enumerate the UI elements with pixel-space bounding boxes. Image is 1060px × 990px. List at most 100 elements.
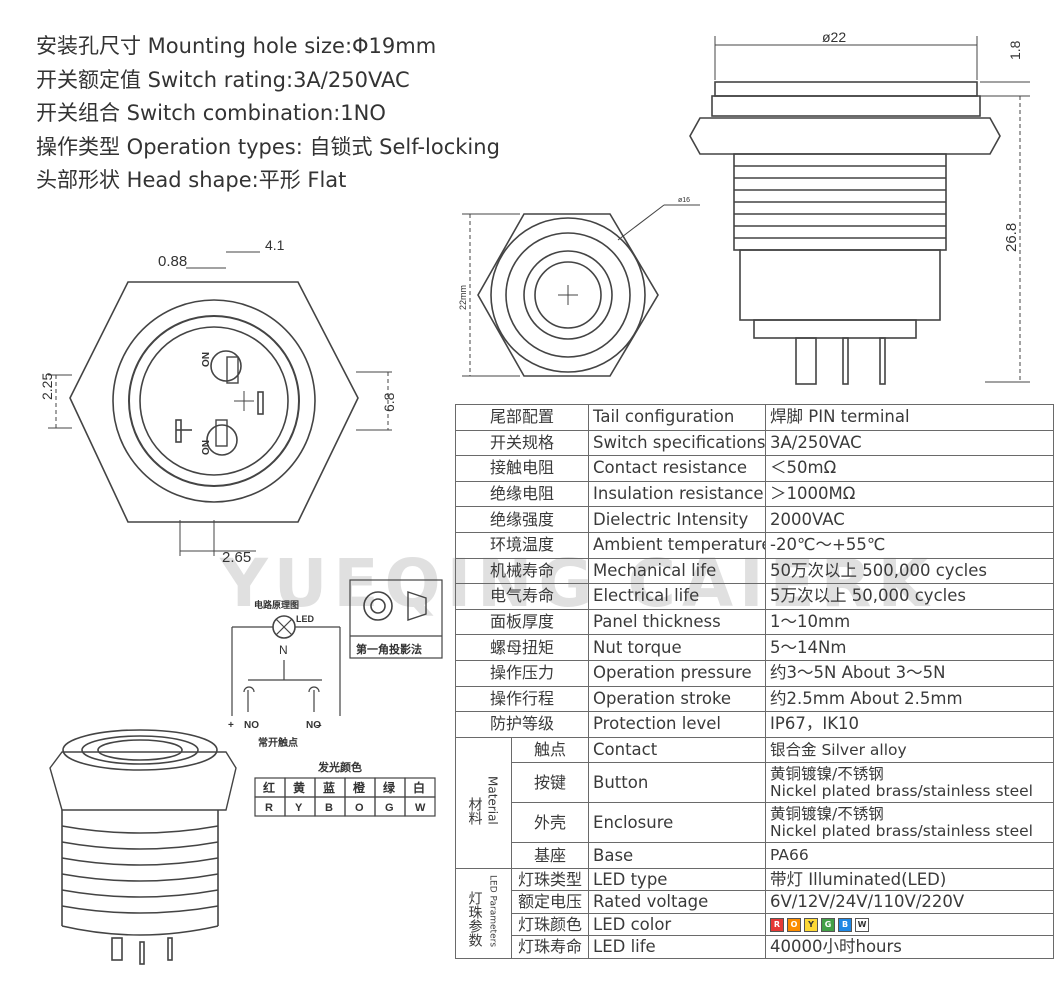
dim-d22: ø22 — [822, 29, 846, 45]
spec-label-en: Electrical life — [588, 583, 767, 610]
projection-caption: 第一角投影法 — [356, 642, 422, 656]
led-color-swatch: Y — [804, 918, 819, 933]
terminal-label-no-top: NO — [199, 352, 210, 367]
spec-operation-type: 操作类型 Operation types: 自锁式 Self-locking — [36, 134, 500, 159]
circuit-minus: – — [316, 720, 322, 731]
spec-label-zh: 环境温度 — [454, 531, 590, 559]
legend-cell — [404, 796, 436, 817]
circuit-plus: + — [228, 720, 234, 731]
material-value-en: Nickel plated brass/stainless steel — [770, 821, 1033, 840]
spec-label-zh: 操作压力 — [454, 659, 590, 687]
material-label-zh: 触点 — [510, 736, 590, 764]
circuit-n-label: N — [279, 643, 288, 657]
circuit-no-2: NO — [306, 720, 321, 731]
material-group-zh: 材料 — [466, 796, 483, 825]
spec-label-en: Nut torque — [588, 634, 767, 661]
spec-label-en: Mechanical life — [588, 557, 767, 585]
material-value-en: Nickel plated brass/stainless steel — [770, 781, 1033, 800]
legend-color-code: O — [355, 802, 364, 814]
legend-color-name: 红 — [263, 780, 275, 795]
material-value-zh: 银合金 Silver alloy — [770, 740, 907, 759]
spec-value: 1～10mm — [765, 608, 1055, 636]
legend-color-code: B — [325, 802, 333, 814]
spec-value: 约3～5N About 3～5N — [765, 659, 1055, 687]
spec-mounting-hole: 安装孔尺寸 Mounting hole size:Φ19mm — [36, 34, 437, 58]
dim-0-88: 0.88 — [158, 253, 187, 270]
led-label-en: LED life — [588, 935, 767, 959]
material-value: 银合金 Silver alloy — [765, 736, 1055, 764]
spec-label-en: Operation pressure — [588, 659, 767, 687]
material-label-zh: 基座 — [510, 842, 590, 869]
material-label-zh: 外壳 — [510, 802, 590, 844]
material-value-zh: PA66 — [770, 846, 809, 865]
spec-label-zh: 防护等级 — [454, 711, 590, 738]
spec-label-en: Contact resistance — [588, 455, 767, 482]
legend-color-name: 绿 — [383, 780, 396, 795]
spec-value: 3A/250VAC — [765, 429, 1055, 457]
spec-label-en: Panel thickness — [588, 608, 767, 636]
material-value-zh: 黄铜镀镍/不锈钢 — [770, 764, 884, 783]
front-view — [462, 204, 700, 377]
spec-value: 焊脚 PIN terminal — [765, 404, 1055, 431]
spec-label-zh: 面板厚度 — [454, 608, 590, 636]
dim-2-25: 2.25 — [39, 373, 55, 400]
side-view — [689, 36, 1030, 385]
spec-label-zh: 绝缘强度 — [454, 506, 590, 533]
spec-value: 约2.5mm About 2.5mm — [765, 685, 1055, 713]
dim-26-8: 26.8 — [1003, 223, 1020, 252]
spec-value: -20℃～+55℃ — [765, 531, 1055, 559]
legend-color-code: Y — [295, 802, 303, 814]
led-label-zh: 额定电压 — [510, 890, 590, 914]
circuit-diagram — [231, 615, 341, 716]
dim-6-8: 6.8 — [381, 392, 397, 412]
led-color-swatch: W — [855, 918, 870, 933]
led-color-swatch: B — [838, 918, 853, 933]
spec-label-zh: 操作行程 — [454, 685, 590, 713]
legend-color-name: 黄 — [293, 780, 305, 795]
legend-color-code: G — [385, 802, 394, 814]
circuit-title: 电路原理图 — [254, 599, 299, 610]
spec-value: 50万次以上 500,000 cycles — [765, 557, 1055, 585]
material-label-en: Enclosure — [588, 802, 767, 844]
spec-label-zh: 螺母扭矩 — [454, 634, 590, 661]
legend-color-name: 蓝 — [323, 780, 335, 795]
spec-summary: 安装孔尺寸 Mounting hole size:Φ19mm 开关额定值 Swi… — [36, 30, 500, 198]
led-value: 6V/12V/24V/110V/220V — [765, 890, 1055, 914]
spec-value: ＞1000MΩ — [765, 480, 1055, 508]
spec-label-en: Insulation resistance — [588, 480, 767, 508]
led-label-en: LED color — [588, 912, 767, 937]
spec-head-shape: 头部形状 Head shape:平形 Flat — [36, 168, 347, 192]
material-value: PA66 — [765, 842, 1055, 869]
spec-label-en: Operation stroke — [588, 685, 767, 713]
led-label-en: Rated voltage — [588, 890, 767, 914]
spec-label-zh: 开关规格 — [454, 429, 590, 457]
spec-switch-combination: 开关组合 Switch combination:1NO — [36, 101, 386, 125]
spec-label-zh: 接触电阻 — [454, 455, 590, 482]
spec-switch-rating: 开关额定值 Switch rating:3A/250VAC — [36, 67, 410, 92]
spec-value: 5～14Nm — [765, 634, 1055, 661]
legend-color-code: R — [265, 802, 273, 814]
circuit-no-1: NO — [244, 720, 259, 731]
spec-label-zh: 绝缘电阻 — [454, 480, 590, 508]
led-group-en: LED Parameters — [487, 874, 498, 947]
legend-color-code: W — [415, 802, 426, 814]
material-group-en: Material — [485, 775, 500, 825]
dim-4-1: 4.1 — [265, 237, 285, 253]
